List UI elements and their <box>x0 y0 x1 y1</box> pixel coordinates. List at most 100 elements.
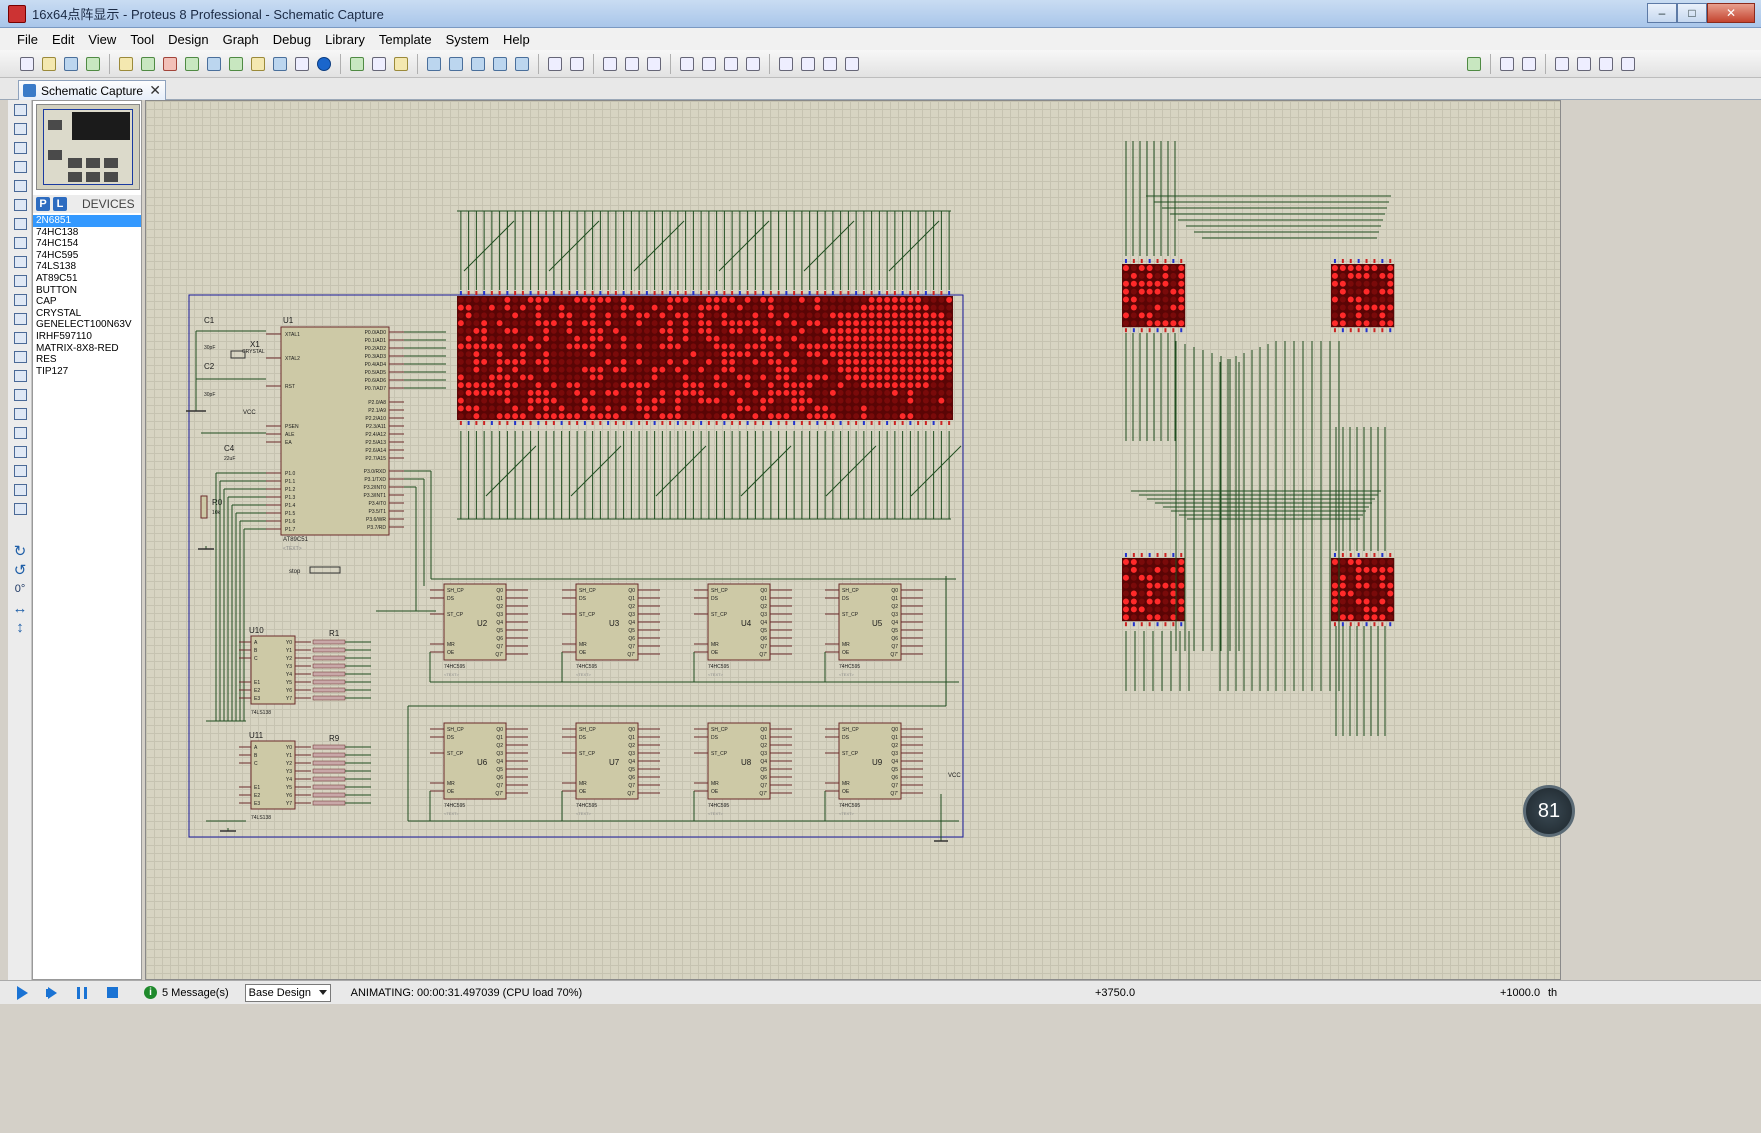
path-icon[interactable] <box>10 443 30 461</box>
notes-icon[interactable] <box>269 53 290 74</box>
menu-design[interactable]: Design <box>168 31 209 47</box>
cut-icon[interactable] <box>599 53 620 74</box>
wire-autorouter-icon[interactable] <box>1463 53 1484 74</box>
text-script-icon[interactable] <box>10 177 30 195</box>
voltage-probe-icon[interactable] <box>10 329 30 347</box>
redo-icon[interactable] <box>566 53 587 74</box>
bom-icon[interactable] <box>247 53 268 74</box>
device-list-item[interactable]: MATRIX-8X8-RED <box>36 342 119 354</box>
terminals-icon[interactable] <box>10 234 30 252</box>
menu-debug[interactable]: Debug <box>272 31 312 47</box>
menu-template[interactable]: Template <box>378 31 432 47</box>
selection-mode-icon[interactable] <box>10 101 30 119</box>
mirror-x-icon[interactable]: ↔ <box>12 599 28 617</box>
box-icon[interactable] <box>10 386 30 404</box>
device-list-item[interactable]: RES <box>36 354 57 366</box>
paste-icon[interactable] <box>643 53 664 74</box>
library-manager-button[interactable]: L <box>53 197 67 211</box>
menu-help[interactable]: Help <box>502 31 530 47</box>
arc-icon[interactable] <box>10 424 30 442</box>
junction-dot-icon[interactable] <box>10 139 30 157</box>
search-tag-icon[interactable] <box>1496 53 1517 74</box>
menu-library[interactable]: Library <box>325 31 365 47</box>
origin-icon[interactable] <box>390 53 411 74</box>
zoom-out-icon[interactable] <box>467 53 488 74</box>
schematic-icon[interactable] <box>137 53 158 74</box>
menu-tool[interactable]: Tool <box>130 31 155 47</box>
pick-from-library-button[interactable]: P <box>36 197 50 211</box>
tab-close-icon[interactable]: ✕ <box>149 82 161 98</box>
device-list-item[interactable]: 74HC138 <box>36 226 79 238</box>
device-list-item[interactable]: 74HC595 <box>36 249 79 261</box>
packaging-tool-icon[interactable] <box>819 53 840 74</box>
block-copy-icon[interactable] <box>676 53 697 74</box>
open-folder-icon[interactable] <box>38 53 59 74</box>
save-icon[interactable] <box>60 53 81 74</box>
device-list-item[interactable]: GENELECT100N63V <box>36 319 132 331</box>
device-list-item[interactable]: TIP127 <box>36 365 69 377</box>
menu-edit[interactable]: Edit <box>51 31 75 47</box>
maximize-button[interactable]: □ <box>1677 3 1707 23</box>
overview-window[interactable] <box>36 104 140 190</box>
schematic-drawing[interactable]: U1AT89C51<TEXT>XTAL1XTAL2RSTPSENALEEAP1.… <box>146 101 1561 980</box>
rotate-clockwise-icon[interactable]: ↻ <box>13 543 27 560</box>
line-icon[interactable] <box>10 367 30 385</box>
help-icon[interactable] <box>313 53 334 74</box>
pick-device-icon[interactable] <box>775 53 796 74</box>
zoom-area-icon[interactable] <box>511 53 532 74</box>
home-icon[interactable] <box>115 53 136 74</box>
property-tool-icon[interactable] <box>1518 53 1539 74</box>
device-list-item[interactable]: CAP <box>36 296 57 308</box>
menu-file[interactable]: File <box>17 31 38 47</box>
virtual-instruments-icon[interactable] <box>10 348 30 366</box>
pan-icon[interactable] <box>423 53 444 74</box>
device-list-item[interactable]: IRHF597110 <box>36 330 92 342</box>
circle-icon[interactable] <box>10 405 30 423</box>
copy-icon[interactable] <box>621 53 642 74</box>
marker-icon[interactable] <box>10 500 30 518</box>
new-sheet-icon[interactable] <box>1551 53 1572 74</box>
new-file-icon[interactable] <box>16 53 37 74</box>
source-code-icon[interactable] <box>291 53 312 74</box>
step-button[interactable] <box>44 985 60 1001</box>
buses-icon[interactable] <box>10 196 30 214</box>
import-icon[interactable] <box>82 53 103 74</box>
menu-view[interactable]: View <box>88 31 117 47</box>
stop-button[interactable] <box>104 985 120 1001</box>
remove-sheet-icon[interactable] <box>1573 53 1594 74</box>
component-mode-icon[interactable] <box>10 120 30 138</box>
netlist-to-ares-icon[interactable] <box>1617 53 1638 74</box>
make-device-icon[interactable] <box>797 53 818 74</box>
wire-label-icon[interactable] <box>10 158 30 176</box>
undo-icon[interactable] <box>544 53 565 74</box>
zoom-in-icon[interactable] <box>445 53 466 74</box>
play-button[interactable] <box>14 985 30 1001</box>
text-icon[interactable] <box>10 462 30 480</box>
graph-mode-icon[interactable] <box>10 272 30 290</box>
gerber-icon[interactable] <box>203 53 224 74</box>
exit-to-parent-icon[interactable] <box>1595 53 1616 74</box>
tape-recorder-icon[interactable] <box>10 291 30 309</box>
device-list-item[interactable]: 74LS138 <box>36 261 77 273</box>
grid-toggle-icon[interactable] <box>368 53 389 74</box>
block-delete-icon[interactable] <box>742 53 763 74</box>
block-rotate-icon[interactable] <box>720 53 741 74</box>
menu-system[interactable]: System <box>445 31 489 47</box>
device-list-item[interactable]: 2N6851 <box>33 215 141 227</box>
device-list-item[interactable]: AT89C51 <box>36 272 78 284</box>
tab-schematic-capture[interactable]: Schematic Capture ✕ <box>18 80 166 100</box>
decompose-icon[interactable] <box>841 53 862 74</box>
symbol-icon[interactable] <box>10 481 30 499</box>
close-button[interactable]: ✕ <box>1707 3 1755 23</box>
device-list-item[interactable]: BUTTON <box>36 284 77 296</box>
mirror-y-icon[interactable]: ↕ <box>16 618 24 636</box>
design-variant-select[interactable]: Base Design <box>244 983 331 1002</box>
block-move-icon[interactable] <box>698 53 719 74</box>
design-explorer-icon[interactable] <box>225 53 246 74</box>
pause-button[interactable] <box>74 985 90 1001</box>
pcb-icon[interactable] <box>159 53 180 74</box>
zoom-all-icon[interactable] <box>489 53 510 74</box>
messages-indicator[interactable]: i 5 Message(s) <box>144 986 229 999</box>
